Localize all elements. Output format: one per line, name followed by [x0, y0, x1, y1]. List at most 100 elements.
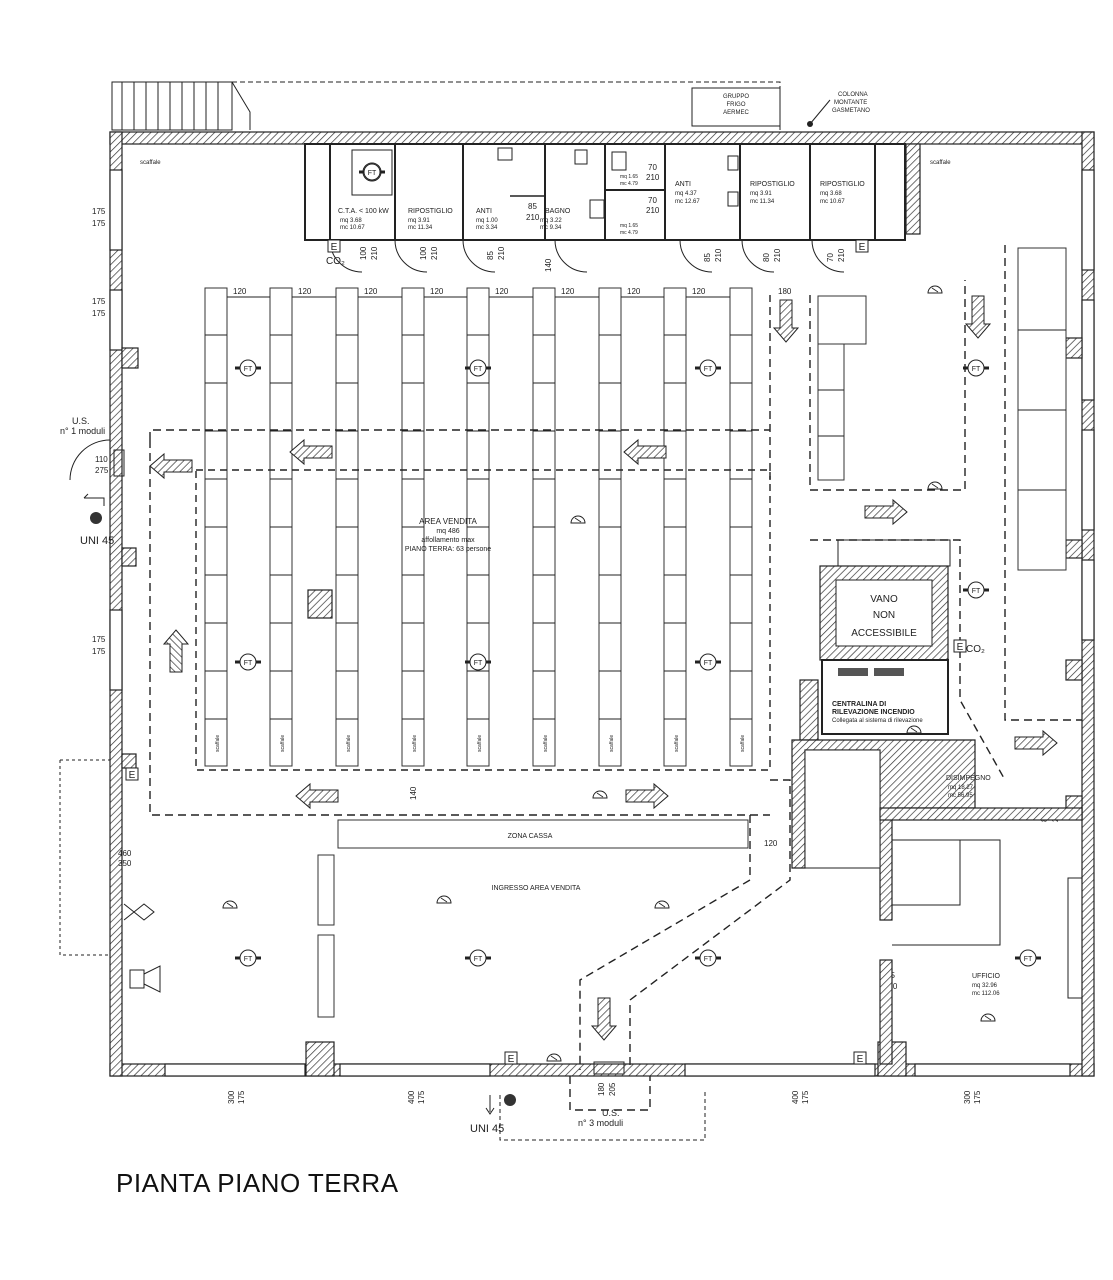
dim-140-bottom: 140 [409, 786, 418, 800]
colonna-line-1: COLONNA [838, 92, 868, 98]
dd-rip1-w: 100 [419, 246, 428, 260]
shelf-label: scaffale [412, 735, 418, 752]
rip1-mq: mq 3.91 [408, 218, 430, 224]
area-vendita-persone: PIANO TERRA: 63 persone [405, 546, 491, 553]
e-symbol: E [853, 1051, 867, 1065]
dd-anti1-w: 85 [486, 251, 495, 260]
shelf-label: scaffale [674, 735, 680, 752]
shelf-column: scaffale [204, 287, 228, 767]
svg-text:FT: FT [474, 366, 483, 373]
camera [129, 969, 145, 989]
ft-extinguisher: FT [961, 580, 991, 600]
svg-text:FT: FT [704, 366, 713, 373]
bot-1-b: 175 [237, 1090, 246, 1104]
dd-cta-w: 100 [359, 246, 368, 260]
shelf-label: scaffale [346, 735, 352, 752]
shelf-column: scaffale [401, 287, 425, 767]
uni45-bottom: UNI 45 [470, 1094, 516, 1135]
exit-arrow-down [965, 295, 991, 339]
ft-extinguisher: FT [693, 948, 723, 968]
dd-bagno-h: 210 [526, 213, 540, 222]
window-dimensions: 175 175 175 175 175 175 460 350 300 175 … [92, 207, 982, 1104]
vano-line-1: VANO [870, 594, 898, 605]
exit-arrow [625, 783, 669, 809]
exit-arrow-down [591, 997, 617, 1041]
exit-arrow [1014, 730, 1058, 756]
wc2-mq: mq 1.65 [620, 223, 638, 229]
anti1-mq: mq 1.00 [476, 218, 498, 224]
shelving: scaffale scaffale scaffale scaffale scaffale… [204, 287, 753, 767]
centralina-line-1: CENTRALINA DI [832, 701, 886, 708]
win-3-b: 175 [92, 647, 106, 656]
gruppo-frigo-line-2: FRIGO [727, 102, 746, 108]
uni45-bottom-label: UNI 45 [470, 1123, 504, 1135]
exit-arrow [149, 453, 193, 479]
svg-text:E: E [857, 1054, 864, 1065]
win-2-a: 175 [92, 297, 106, 306]
gruppo-frigo: GRUPPO FRIGO AERMEC [691, 87, 781, 127]
uni45-left: UNI 45 [80, 493, 114, 547]
e-symbol: E [504, 1051, 518, 1065]
ufficio-name: UFFICIO [972, 973, 1001, 980]
bot-1-a: 300 [227, 1090, 236, 1104]
cta-mq: mq 3.68 [340, 218, 362, 224]
e-symbol: E [855, 239, 869, 253]
shelf-label: scaffale [543, 735, 549, 752]
wc1-mq: mq 1.65 [620, 174, 638, 180]
room-labels-top: C.T.A. < 100 kW mq 3.68 mc 10.67 RIPOSTI… [140, 160, 951, 236]
colonna-line-2: MONTANTE [834, 100, 867, 106]
emergency-lamp [222, 900, 238, 909]
aisle-120-label: 120 [298, 287, 312, 296]
anti2-mq: mq 4.37 [675, 191, 697, 197]
dd-rip3-h: 210 [837, 248, 846, 262]
emergency-lamp [436, 895, 452, 904]
anti2-mc: mc 12.67 [675, 199, 700, 205]
area-vendita-aff: affollamento max [421, 537, 475, 544]
ft-extinguisher: FT [693, 358, 723, 378]
zona-cassa: ZONA CASSA [317, 819, 749, 1018]
radiator [123, 903, 155, 921]
ft-extinguisher: FT [233, 948, 263, 968]
us3-line-2: n° 3 moduli [578, 1118, 623, 1128]
scaffale-right: scaffale [930, 160, 951, 166]
dd-wc2-h: 210 [646, 206, 660, 215]
exit-arrow [864, 499, 908, 525]
bagno-name: BAGNO [545, 208, 571, 215]
svg-text:FT: FT [704, 660, 713, 667]
vano-non-accessibile: VANO NON ACCESSIBILE [819, 565, 949, 661]
ft-extinguisher: FT [463, 358, 493, 378]
emergency-lamp [592, 790, 608, 799]
shelf-column: scaffale [663, 287, 687, 767]
us1-line-1: U.S. [72, 416, 90, 426]
outer-walls [109, 131, 1095, 1077]
win-1-b: 175 [92, 219, 106, 228]
rip3-mc: mc 10.67 [820, 199, 845, 205]
aisle-120-label: 120 [692, 287, 706, 296]
emergency-lamp [927, 285, 943, 294]
dd-side1-h: 275 [95, 466, 109, 475]
aisle-180: 180 [778, 287, 792, 296]
emergency-lamp [570, 515, 586, 524]
ft-extinguisher: FT [961, 358, 991, 378]
dd-bagno-w: 85 [528, 202, 537, 211]
exit-arrow [163, 629, 189, 673]
e-symbol: E [125, 767, 139, 781]
e-symbol: E [953, 639, 967, 653]
svg-text:E: E [957, 642, 964, 653]
shelf-column: scaffale [532, 287, 556, 767]
svg-text:FT: FT [244, 366, 253, 373]
emergency-lamp [654, 900, 670, 909]
wc1-mc: mc 4.79 [620, 181, 638, 187]
rip2-mq: mq 3.91 [750, 191, 772, 197]
svg-text:FT: FT [244, 660, 253, 667]
dd-side1-w: 110 [95, 455, 108, 464]
colonna-line-3: GASMETANO [832, 108, 870, 114]
uni45-left-label: UNI 45 [80, 535, 114, 547]
svg-text:FT: FT [704, 956, 713, 963]
win-460-b: 350 [118, 859, 132, 868]
exterior-wing [59, 759, 110, 956]
bot-3-a: 400 [791, 1090, 800, 1104]
svg-text:FT: FT [244, 956, 253, 963]
rip3-mq: mq 3.68 [820, 191, 842, 197]
